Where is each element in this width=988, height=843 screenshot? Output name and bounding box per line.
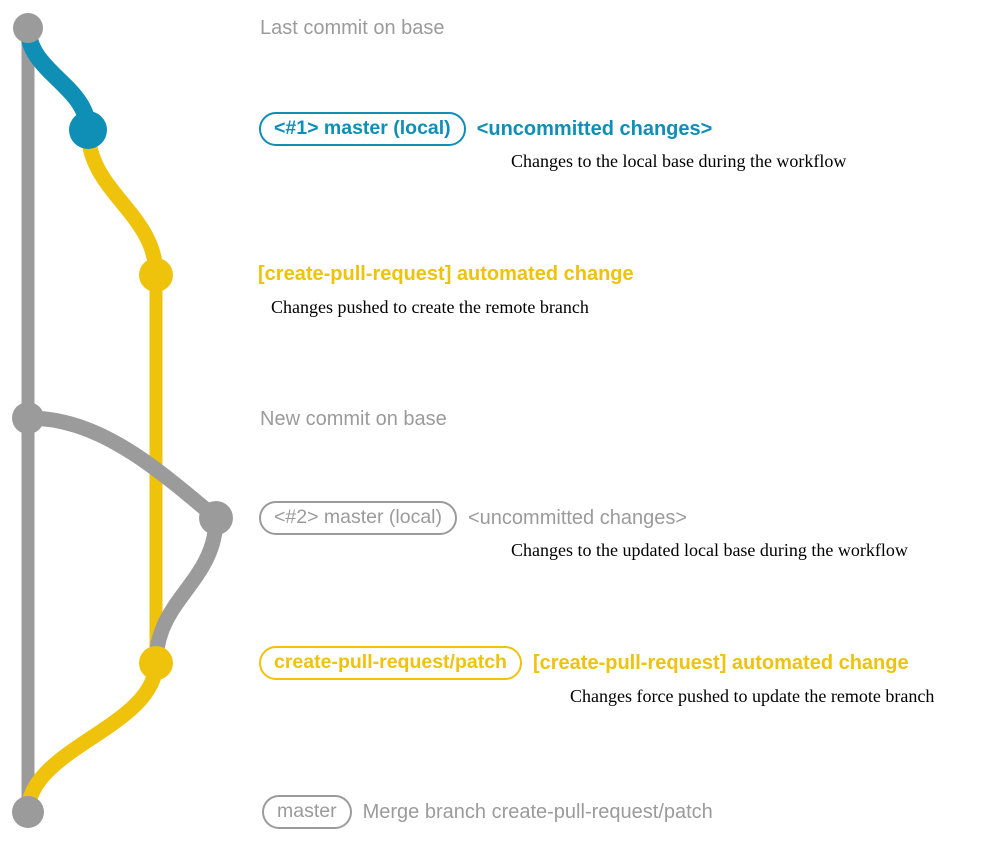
commit-note-local-2: Changes to the updated local base during… (511, 540, 908, 560)
edge-local1-to-automated1 (80, 122, 164, 283)
commit-row-local-1: <#1> master (local) <uncommitted changes… (259, 112, 713, 147)
commit-node-local-1[interactable] (69, 111, 107, 149)
branch-pill-master[interactable]: master (262, 795, 352, 830)
commit-row-local-2: <#2> master (local) <uncommitted changes… (259, 501, 688, 536)
branch-pill-patch[interactable]: create-pull-request/patch (259, 646, 522, 681)
commit-node-automated-2[interactable] (139, 646, 173, 680)
commit-node-automated-1[interactable] (139, 258, 173, 292)
branch-pill-local-2[interactable]: <#2> master (local) (259, 501, 457, 536)
commit-node-new-base[interactable] (12, 402, 44, 434)
commit-subject-local-1: <uncommitted changes> (476, 118, 713, 141)
commit-node-last-base[interactable] (13, 13, 43, 43)
commit-node-merge-master[interactable] (12, 796, 44, 828)
commit-note-local-1: Changes to the local base during the wor… (511, 151, 847, 171)
commit-subject-new-base: New commit on base (260, 408, 447, 430)
commit-node-local-2[interactable] (199, 501, 233, 535)
commit-subject-local-2: <uncommitted changes> (468, 507, 688, 530)
commit-subject-automated-2: [create-pull-request] automated change (532, 652, 909, 675)
commit-note-automated-2: Changes force pushed to update the remot… (570, 686, 935, 706)
commit-note-automated-1: Changes pushed to create the remote bran… (271, 297, 589, 317)
commit-row-merge-master: master Merge branch create-pull-request/… (262, 795, 713, 830)
branch-pill-local-1[interactable]: <#1> master (local) (259, 112, 466, 147)
commit-row-automated-2: create-pull-request/patch [create-pull-r… (259, 646, 909, 681)
edge-automated2-to-merge (20, 655, 164, 820)
commit-subject-merge-master: Merge branch create-pull-request/patch (362, 801, 713, 824)
commit-subject-automated-1: [create-pull-request] automated change (258, 263, 634, 285)
edge-newbase-to-local2 (20, 410, 224, 526)
edge-local2-to-automated2 (148, 510, 224, 671)
commit-subject-last-base: Last commit on base (260, 17, 445, 39)
